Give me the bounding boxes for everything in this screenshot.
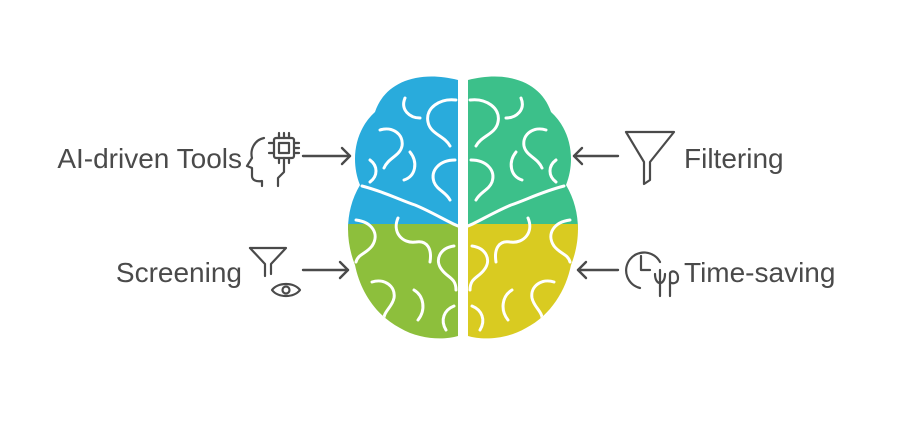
brain-fold xyxy=(501,288,514,322)
brain-fold xyxy=(431,158,457,202)
funnel-eye-icon xyxy=(248,246,302,298)
brain-fold xyxy=(504,96,524,120)
brain-fold xyxy=(468,244,489,292)
brain-fold xyxy=(402,150,417,182)
funnel-icon xyxy=(624,130,676,186)
brain-fold xyxy=(548,158,558,184)
label-ai-tools: AI-driven Tools xyxy=(57,143,242,174)
brain-fold xyxy=(469,158,495,202)
head-chip-icon xyxy=(245,131,301,188)
brain-fold xyxy=(368,158,378,184)
brain-fold xyxy=(509,150,524,182)
brain-fold xyxy=(494,216,532,264)
clock-chart-icon xyxy=(625,251,680,298)
brain-fold xyxy=(522,127,548,170)
brain-fold xyxy=(426,98,458,148)
brain-fold xyxy=(412,288,425,322)
label-screening: Screening xyxy=(116,257,242,288)
brain-left-hemisphere xyxy=(348,76,458,339)
brain-fold xyxy=(549,218,572,264)
brain-quadrant-top-right xyxy=(468,76,578,230)
brain-quadrant-bottom-left xyxy=(348,224,458,339)
brain-quadrant-top-left xyxy=(348,76,458,230)
brain-fold xyxy=(468,98,500,148)
brain-fold xyxy=(394,216,432,264)
brain-quadrant-bottom-right xyxy=(468,224,578,339)
label-time-saving: Time-saving xyxy=(684,257,835,288)
brain-divider-left xyxy=(360,184,458,228)
brain-fold xyxy=(441,304,456,332)
brain-fold xyxy=(354,218,377,264)
arrow-ai-tools xyxy=(301,146,352,166)
brain-fold xyxy=(470,304,485,332)
brain-divider-right xyxy=(468,184,566,228)
brain-fold xyxy=(437,244,458,292)
brain-fold xyxy=(402,96,422,120)
brain-fold xyxy=(378,127,404,170)
arrow-screening xyxy=(301,260,350,280)
arrow-filtering xyxy=(572,146,620,166)
brain-right-hemisphere xyxy=(468,76,578,339)
brain-fold xyxy=(370,279,396,324)
brain-fold xyxy=(530,279,556,324)
arrow-time-saving xyxy=(576,260,620,280)
label-filtering: Filtering xyxy=(684,143,784,174)
